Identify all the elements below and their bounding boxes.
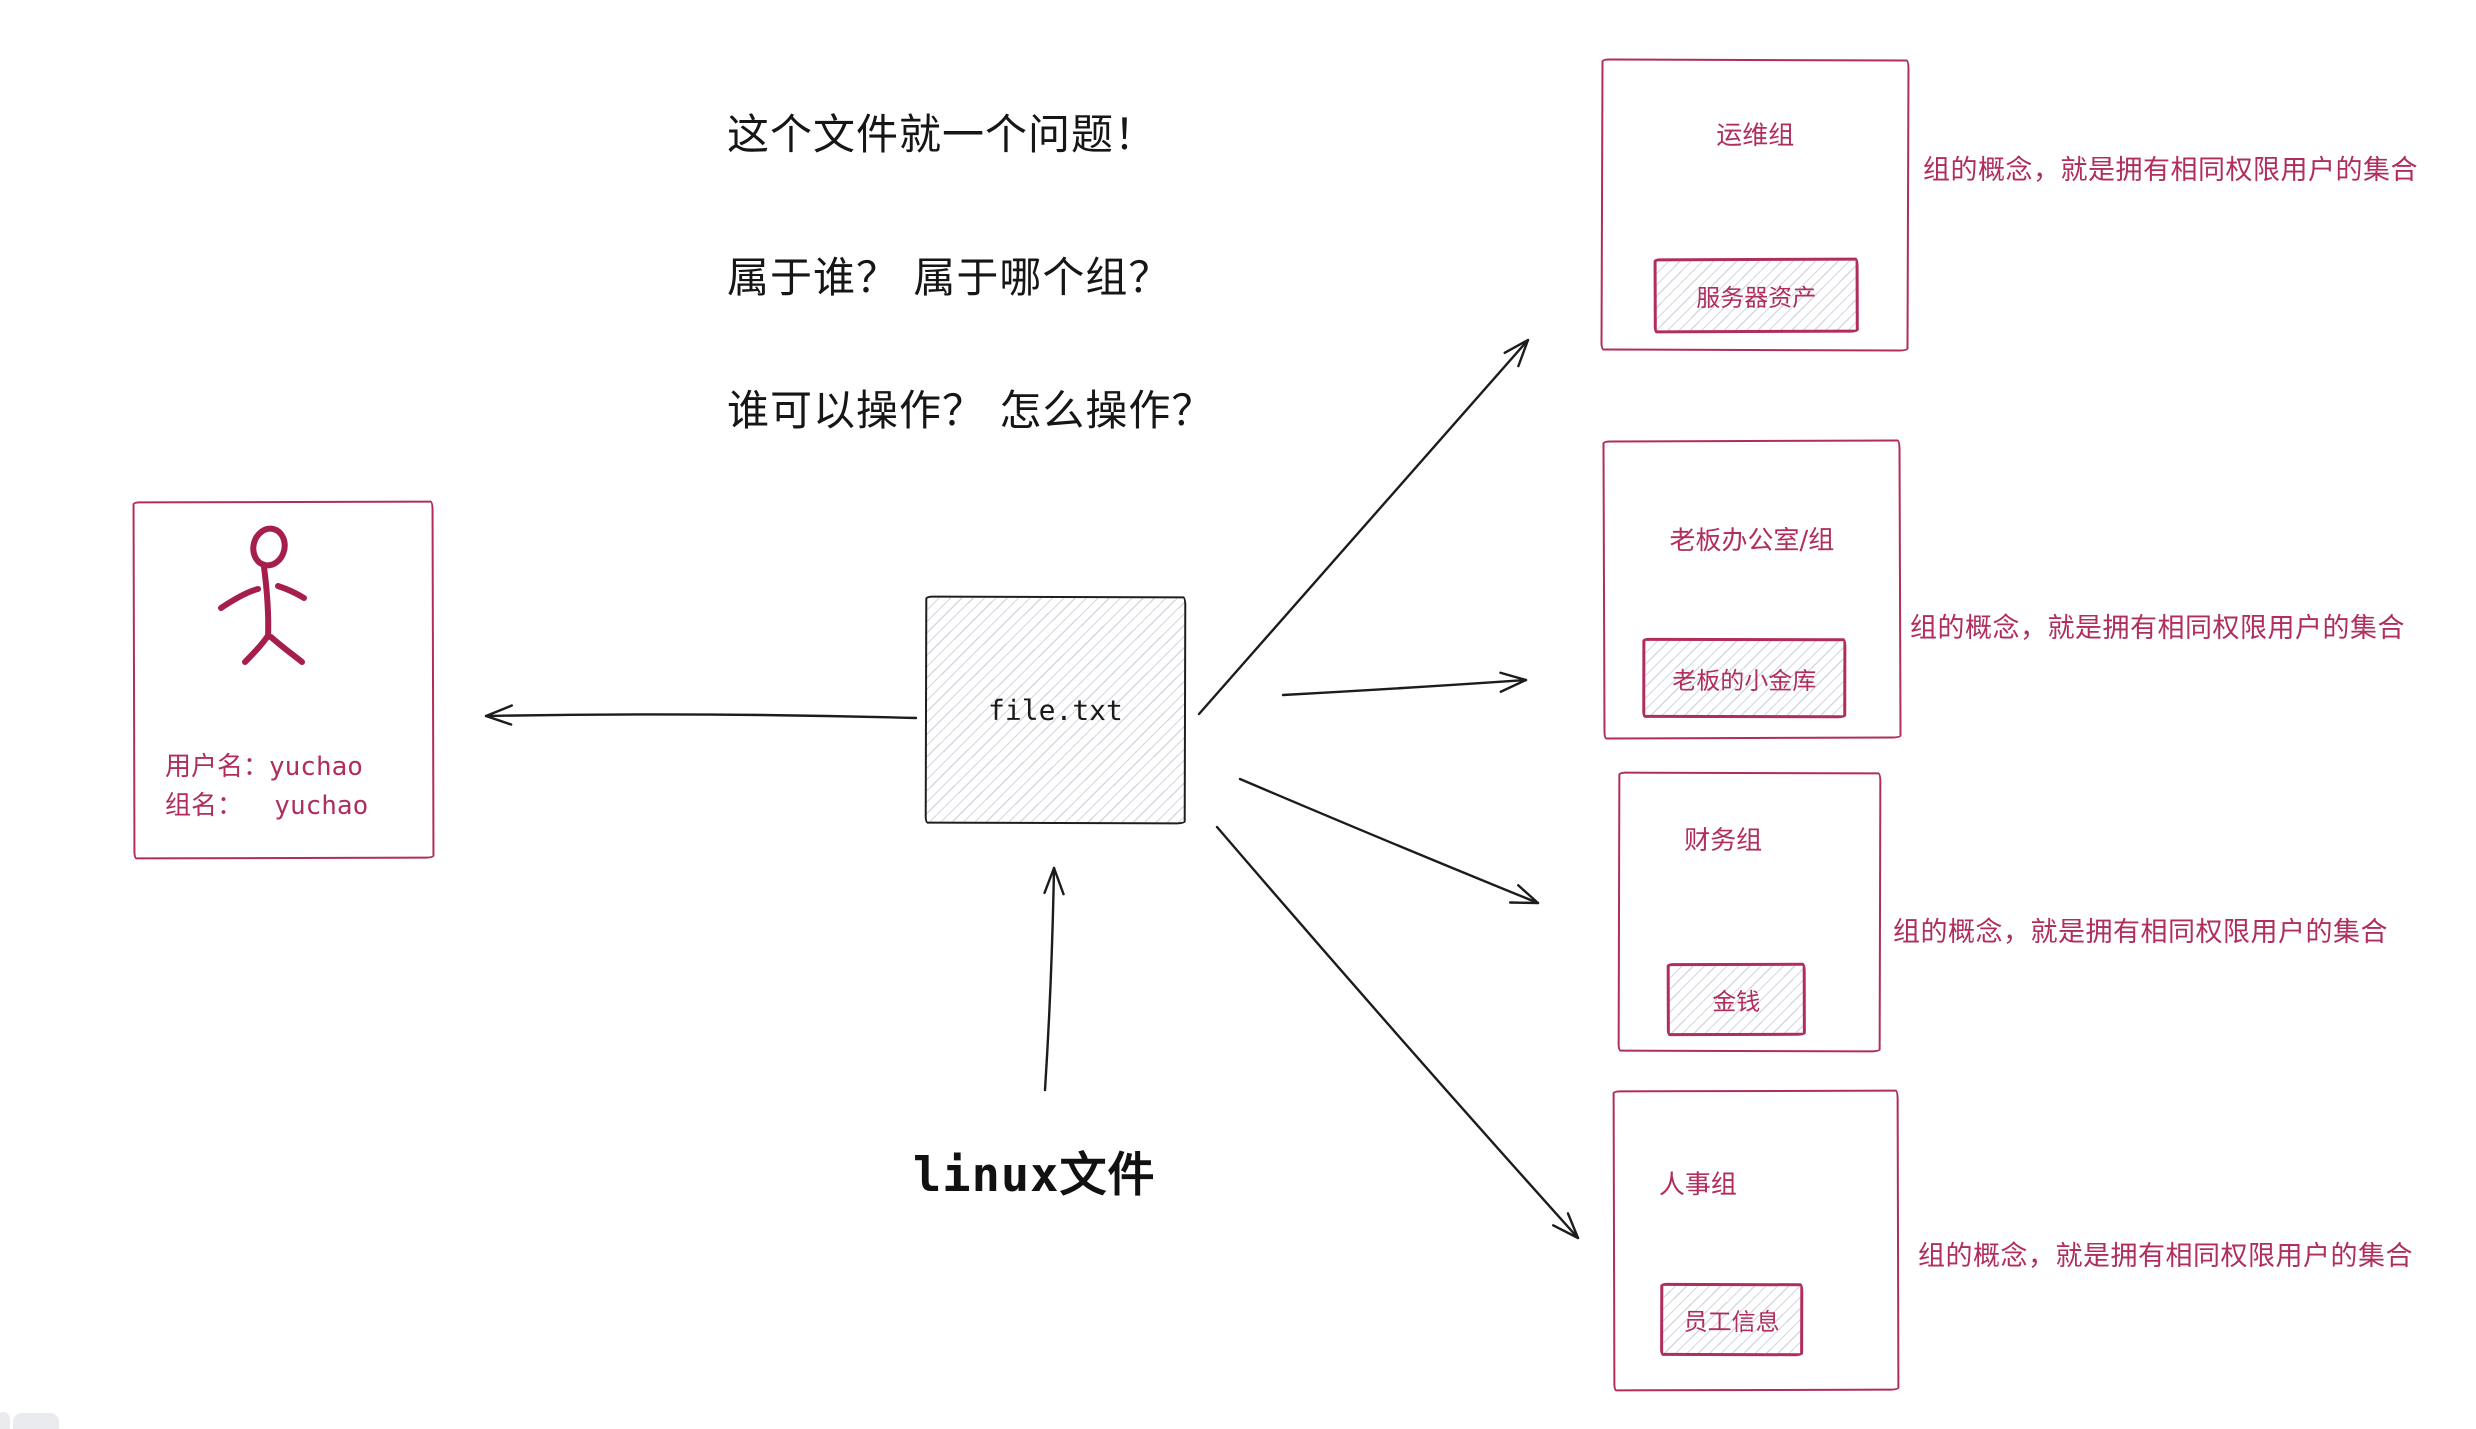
- group-box-hr[interactable]: 人事组 员工信息: [1612, 1089, 1900, 1392]
- group-concept-note-1: 组的概念，就是拥有相同权限用户的集合: [1923, 155, 2418, 186]
- arrow-file-to-finance[interactable]: [1238, 777, 1540, 905]
- file-box[interactable]: file.txt: [924, 595, 1187, 825]
- group-box-finance[interactable]: 财务组 金钱: [1617, 771, 1882, 1053]
- question-line-1: 这个文件就一个问题！: [727, 110, 1158, 159]
- arrow-file-to-user[interactable]: [484, 704, 918, 726]
- group-box-boss[interactable]: 老板办公室/组 老板的小金库: [1602, 439, 1902, 740]
- group-concept-note-3: 组的概念，就是拥有相同权限用户的集合: [1893, 917, 2388, 948]
- group-title: 人事组: [1658, 1170, 1737, 1201]
- question-line-2: 属于谁？ 属于哪个组？: [727, 253, 1172, 302]
- group-name-line[interactable]: 组名： yuchao: [165, 791, 369, 821]
- asset-label: 老板的小金库: [1672, 666, 1817, 695]
- arrow-file-to-boss[interactable]: [1281, 671, 1528, 697]
- file-name-label: file.txt: [988, 693, 1123, 727]
- toolbar-button-partial-2[interactable]: [13, 1413, 59, 1429]
- asset-box-employee-info[interactable]: 员工信息: [1660, 1282, 1804, 1357]
- arrow-file-to-ops[interactable]: [1197, 338, 1530, 716]
- group-title: 财务组: [1684, 825, 1763, 857]
- asset-label: 员工信息: [1683, 1307, 1780, 1337]
- asset-label: 金钱: [1712, 987, 1761, 1017]
- toolbar-button-partial-1[interactable]: [0, 1412, 10, 1429]
- asset-box-money[interactable]: 金钱: [1666, 962, 1806, 1037]
- arrow-caption-to-file[interactable]: [1043, 866, 1065, 1092]
- group-title: 运维组: [1716, 120, 1795, 152]
- group-box-ops[interactable]: 运维组 服务器资产: [1600, 58, 1910, 352]
- arrow-file-to-hr[interactable]: [1215, 825, 1580, 1240]
- file-caption[interactable]: linux文件: [913, 1148, 1156, 1203]
- group-concept-note-2: 组的概念，就是拥有相同权限用户的集合: [1910, 613, 2405, 644]
- question-line-3: 谁可以操作？ 怎么操作？: [727, 386, 1215, 435]
- group-title: 老板办公室/组: [1669, 525, 1835, 557]
- user-name-line[interactable]: 用户名：yuchao: [165, 752, 363, 782]
- group-concept-note-4: 组的概念，就是拥有相同权限用户的集合: [1918, 1241, 2413, 1272]
- asset-box-servers[interactable]: 服务器资产: [1653, 257, 1859, 334]
- asset-label: 服务器资产: [1696, 283, 1817, 313]
- asset-box-treasury[interactable]: 老板的小金库: [1642, 637, 1847, 719]
